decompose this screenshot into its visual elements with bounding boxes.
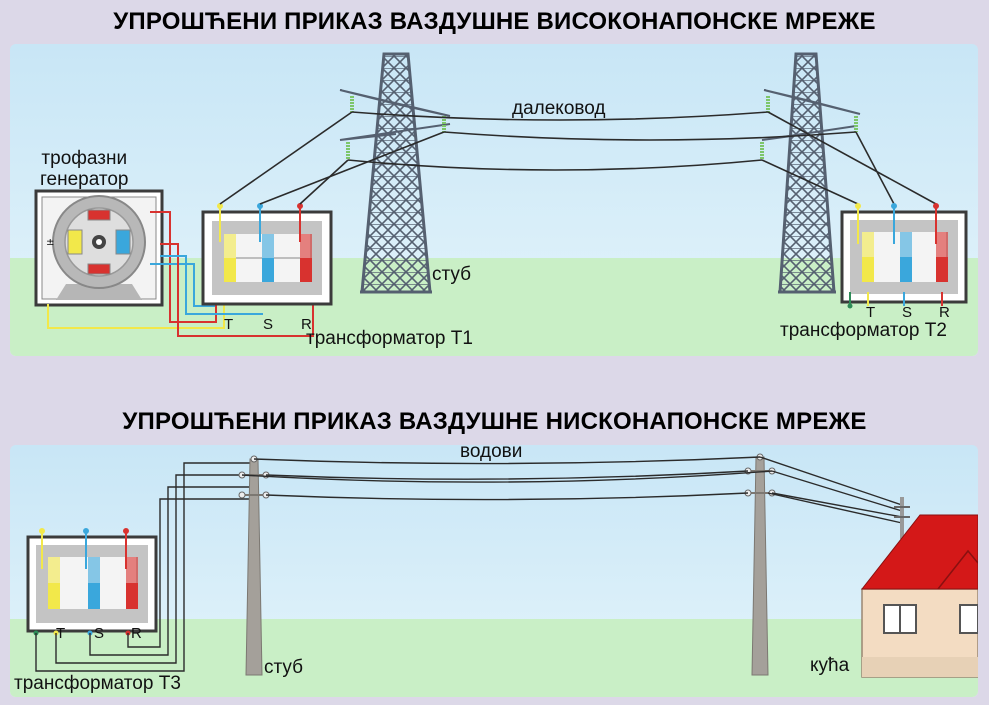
transformer-t3 xyxy=(26,528,158,636)
transformer-t2 xyxy=(840,203,968,309)
generator-label-line2: генератор xyxy=(40,169,129,190)
t1-phase-s: S xyxy=(263,316,274,333)
t3-phase-t: T xyxy=(56,625,66,642)
house-label: кућа xyxy=(810,655,850,676)
t3-phase-r: R xyxy=(131,625,142,642)
transmission-tower-2 xyxy=(760,52,861,294)
house xyxy=(860,497,978,678)
generator-label-line1: трофазни xyxy=(41,148,128,169)
t3-phase-s: S xyxy=(94,625,105,642)
tower-label: стуб xyxy=(432,264,472,285)
low-voltage-illustration xyxy=(10,445,978,697)
transformer-t1-label: трансформатор Т1 xyxy=(306,328,473,349)
high-voltage-diagram: ± xyxy=(10,44,978,356)
pole-label: стуб xyxy=(264,657,304,678)
transformer-t2-label: трансформатор Т2 xyxy=(780,320,947,341)
high-voltage-title: УПРОШЋЕНИ ПРИКАЗ ВАЗДУШНЕ ВИСОКОНАПОНСКЕ… xyxy=(113,8,876,35)
t2-phase-s: S xyxy=(902,304,913,321)
high-voltage-illustration: ± xyxy=(10,44,978,356)
low-voltage-title: УПРОШЋЕНИ ПРИКАЗ ВАЗДУШНЕ НИСКОНАПОНСКЕ … xyxy=(122,408,867,435)
svg-text:±: ± xyxy=(46,237,54,248)
utility-pole-2 xyxy=(744,453,776,676)
t1-phase-t: T xyxy=(224,316,234,333)
low-voltage-conductors xyxy=(241,456,903,524)
t1-terminals xyxy=(217,203,303,242)
power-line-conductors xyxy=(219,111,937,205)
transformer-t3-label: трансформатор Т3 xyxy=(14,673,181,694)
wires-label: водови xyxy=(460,445,523,462)
t1-phase-r: R xyxy=(301,316,312,333)
low-voltage-diagram: водови T S R стуб кућа трансформатор Т3 xyxy=(10,445,978,697)
power-line-label: далековод xyxy=(512,98,606,119)
t2-phase-t: T xyxy=(866,304,876,321)
three-phase-generator: ± xyxy=(34,189,164,307)
transformer-t1 xyxy=(201,210,333,306)
generator-label: трофазни генератор xyxy=(40,148,128,190)
t2-phase-r: R xyxy=(939,304,950,321)
t3-outgoing-wires xyxy=(35,462,250,672)
